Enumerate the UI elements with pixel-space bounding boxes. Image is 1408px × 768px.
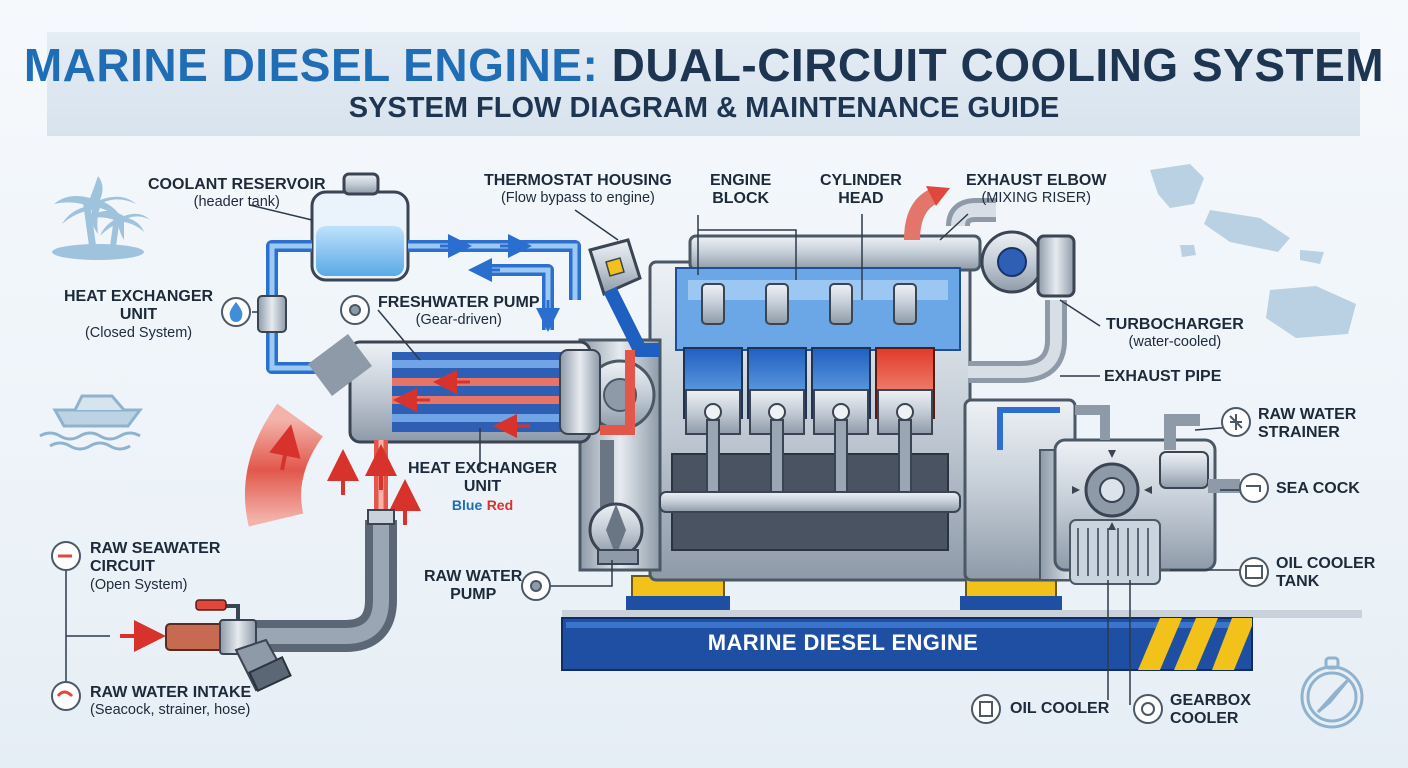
- strainer-icon: [1221, 407, 1251, 437]
- pump-icon: [340, 295, 370, 325]
- cylinder-1: [683, 283, 743, 501]
- turbocharger: [968, 230, 1076, 383]
- title-part-1: MARINE DIESEL ENGINE:: [23, 39, 599, 91]
- title-band: [47, 32, 1360, 136]
- raw-water-intake-assembly: [165, 509, 397, 692]
- label-raw-water-strainer: RAW WATER STRAINER: [1258, 406, 1357, 442]
- label-turbocharger: TURBOCHARGER (water-cooled): [1106, 316, 1244, 351]
- boat-icon: [39, 394, 143, 451]
- cylinders: [659, 283, 961, 513]
- oil-cooler-small-icon: [971, 694, 1001, 724]
- label-engine-block: ENGINE BLOCK: [710, 172, 772, 208]
- label-raw-water-intake: RAW WATER INTAKE (Seacock, strainer, hos…: [90, 684, 252, 719]
- cylinder-3: [811, 283, 871, 501]
- legend-blue: Blue: [451, 496, 483, 513]
- page-title: MARINE DIESEL ENGINE: DUAL-CIRCUIT COOLI…: [0, 38, 1408, 92]
- label-freshwater-pump: FRESHWATER PUMP (Gear-driven): [378, 294, 540, 329]
- label-raw-water-pump: RAW WATER PUMP: [424, 568, 523, 604]
- heat-exchanger-arrows: [393, 370, 530, 438]
- label-raw-seawater-circuit: RAW SEAWATER CIRCUIT (Open System): [90, 540, 221, 593]
- engine-baseplate: [561, 610, 1362, 671]
- thermostat-housing: [588, 238, 660, 357]
- legend-red: Red: [486, 496, 514, 513]
- label-gearbox-cooler: GEARBOX COOLER: [1170, 692, 1251, 728]
- raw-water-arrows: [120, 424, 421, 652]
- arrow-icon: [51, 541, 81, 571]
- label-oil-cooler-tank: OIL COOLER TANK: [1276, 555, 1376, 591]
- title-part-2: DUAL-CIRCUIT COOLING SYSTEM: [611, 39, 1385, 91]
- heat-exchanger: [348, 340, 601, 444]
- gear-icon: [1133, 694, 1163, 724]
- label-oil-cooler: OIL COOLER: [1010, 700, 1110, 717]
- water-drop-icon: [221, 297, 251, 327]
- heat-exchanger-valve: [257, 295, 287, 333]
- cylinder-2: [747, 283, 807, 501]
- map-icon: [1150, 164, 1356, 338]
- gearbox-gear: [1072, 450, 1152, 530]
- baseplate-label: MARINE DIESEL ENGINE: [707, 630, 979, 655]
- coolant-reservoir: [310, 172, 410, 282]
- oil-cooler-unit: [1069, 519, 1161, 585]
- label-exhaust-pipe: EXHAUST PIPE: [1104, 368, 1222, 385]
- cylinder-head-coolant: [675, 267, 961, 351]
- label-heat-exchanger-left: HEAT EXCHANGER UNIT (Closed System): [64, 288, 214, 341]
- right-strainer-assembly: [997, 405, 1240, 493]
- label-thermostat-housing: THERMOSTAT HOUSING (Flow bypass to engin…: [484, 172, 672, 207]
- palm-tree-icon: [52, 176, 150, 260]
- label-sea-cock: SEA COCK: [1276, 480, 1360, 497]
- page-subtitle: SYSTEM FLOW DIAGRAM & MAINTENANCE GUIDE: [348, 92, 1060, 124]
- cylinder-4: [875, 283, 935, 501]
- compass-icon: [1300, 656, 1364, 729]
- raw-water-pump: [588, 502, 644, 565]
- raw-pump-icon: [521, 571, 551, 601]
- label-exhaust-elbow: EXHAUST ELBOW (MIXING RISER): [966, 172, 1107, 207]
- label-cylinder-head: CYLINDER HEAD: [820, 172, 902, 208]
- oil-cooler-icon: [1239, 557, 1269, 587]
- label-heat-exchanger-center: HEAT EXCHANGER UNIT Blue Red: [408, 460, 558, 513]
- label-coolant-reservoir: COOLANT RESERVOIR (header tank): [148, 176, 326, 211]
- intake-icon: [51, 681, 81, 711]
- crankshaft: [659, 491, 961, 513]
- tap-icon: [1239, 473, 1269, 503]
